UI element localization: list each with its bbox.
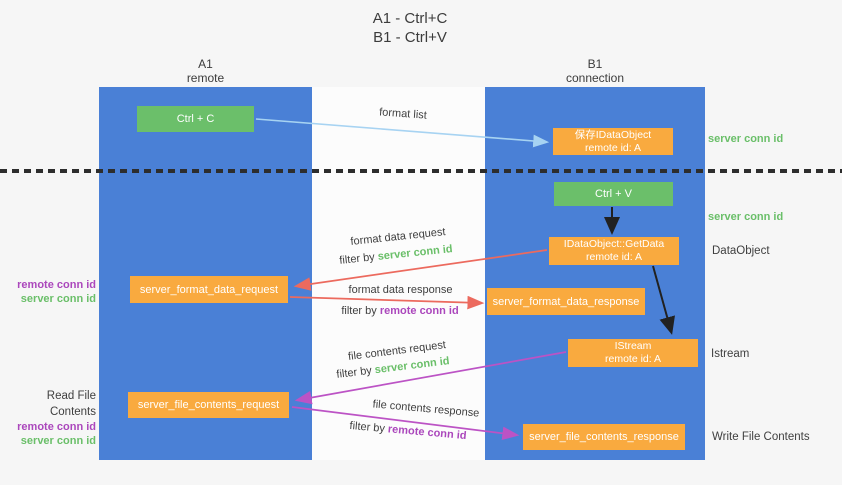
- title-line-1: A1 - Ctrl+C: [372, 10, 448, 27]
- node-save-idataobject-line2: remote id: A: [584, 141, 642, 154]
- node-istream-line1: IStream: [614, 340, 652, 352]
- label-remote-conn-id-left-2: remote conn id: [17, 421, 96, 433]
- node-server-format-data-request: server_format_data_request: [130, 276, 288, 303]
- label-write-file-contents: Write File Contents: [712, 431, 810, 443]
- label-istream: Istream: [711, 348, 750, 360]
- left-conn-id-stack-bottom: Read File Contents remote conn id server…: [0, 388, 96, 448]
- column-header-b1: B1 connection: [485, 57, 705, 85]
- label-format-data-response: format data response: [348, 284, 453, 296]
- filter-prefix: filter by: [341, 305, 380, 317]
- node-server-format-data-response: server_format_data_response: [487, 288, 645, 315]
- column-b1-role: connection: [565, 71, 625, 85]
- left-conn-id-stack-mid: remote conn id server conn id: [0, 278, 96, 306]
- node-save-idataobject: 保存IDataObject remote id: A: [553, 128, 673, 155]
- label-server-conn-id-right-mid: server conn id: [708, 211, 784, 223]
- label-filter-by-remote-conn-id-1: filter by remote conn id: [320, 305, 480, 317]
- column-a1-role: remote: [186, 71, 225, 85]
- label-dataobject: DataObject: [712, 245, 770, 257]
- label-read-file-contents: Read File Contents: [46, 390, 96, 418]
- column-b1-name: B1: [587, 57, 603, 71]
- column-header-a1: A1 remote: [99, 57, 312, 85]
- node-server-file-contents-request: server_file_contents_request: [128, 392, 289, 418]
- node-ctrl-c: Ctrl + C: [137, 106, 254, 132]
- node-getdata-line1: IDataObject::GetData: [563, 238, 665, 250]
- label-server-conn-id-left-2: server conn id: [20, 435, 96, 447]
- label-server-conn-id-right-top: server conn id: [708, 133, 784, 145]
- title-line-2: B1 - Ctrl+V: [373, 29, 447, 46]
- node-idataobject-getdata: IDataObject::GetData remote id: A: [549, 237, 679, 265]
- node-ctrl-v: Ctrl + V: [554, 182, 673, 206]
- node-server-file-contents-response: server_file_contents_response: [523, 424, 685, 450]
- node-save-idataobject-line1: 保存IDataObject: [574, 128, 652, 141]
- remote-conn-id-value: remote conn id: [379, 305, 459, 317]
- column-a1-name: A1: [198, 57, 213, 71]
- diagram-title: A1 - Ctrl+C B1 - Ctrl+V: [300, 9, 520, 47]
- node-istream: IStream remote id: A: [568, 339, 698, 367]
- label-remote-conn-id-left-1: remote conn id: [17, 279, 96, 291]
- node-getdata-line2: remote id: A: [585, 251, 643, 263]
- label-server-conn-id-left-1: server conn id: [20, 293, 96, 305]
- node-istream-line2: remote id: A: [604, 353, 662, 365]
